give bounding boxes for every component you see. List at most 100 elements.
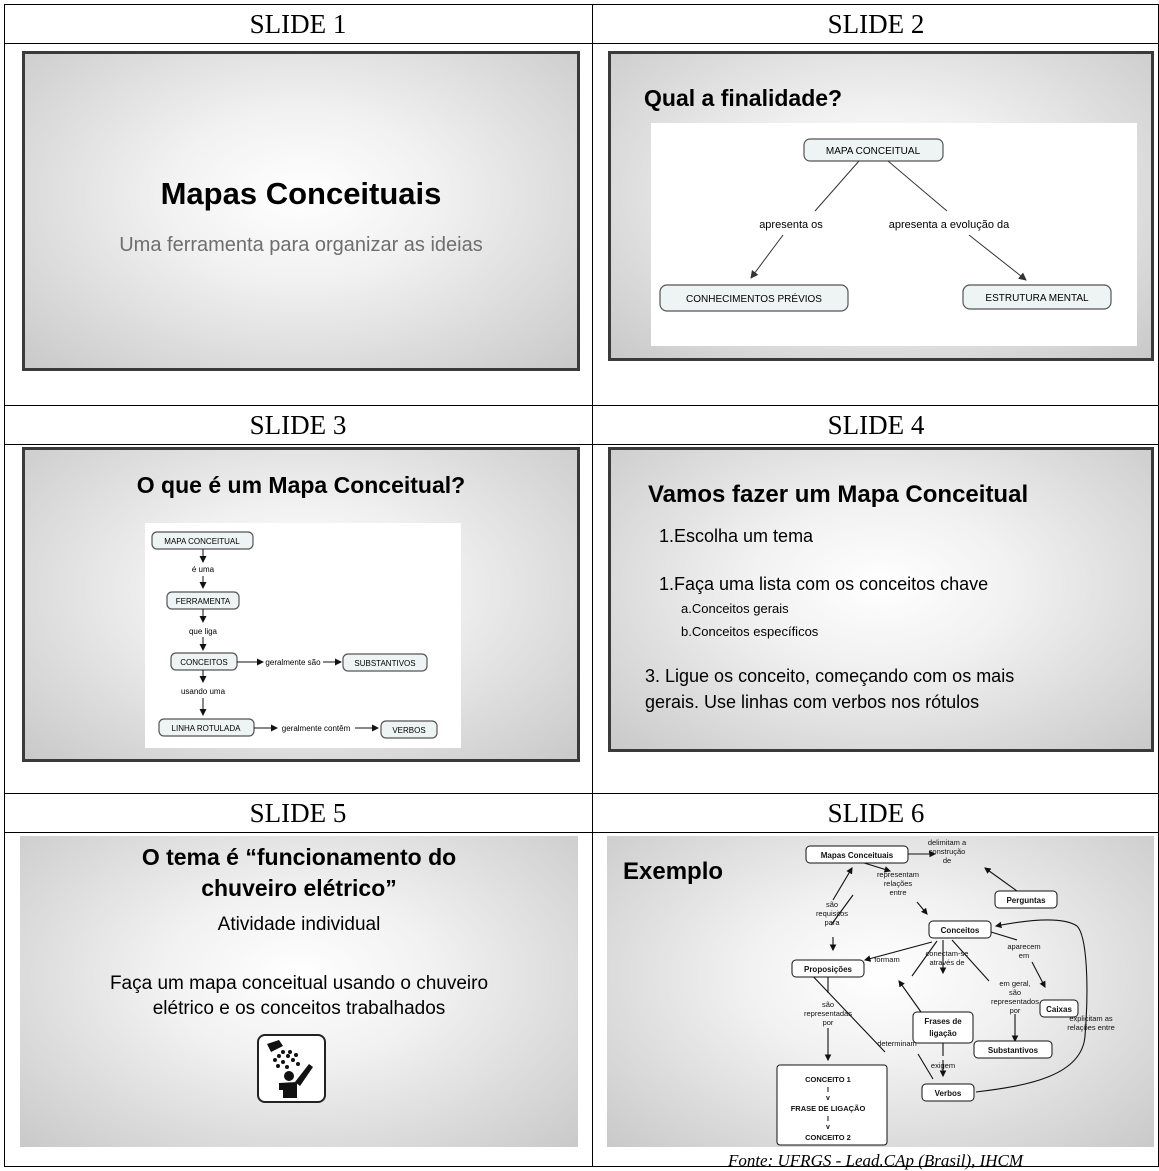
slide-title: O que é um Mapa Conceitual? <box>136 472 466 498</box>
link-arrow <box>975 919 1088 1093</box>
svg-text:v: v <box>826 1095 830 1102</box>
concept-node: MAPA CONCEITUAL <box>803 138 944 162</box>
link-label: por <box>823 1018 834 1027</box>
link-line <box>951 939 990 982</box>
link-label: aparecem <box>1007 942 1040 951</box>
slide-body: Faça um mapa conceitual usando o chuveir… <box>109 973 489 994</box>
svg-text:MAPA CONCEITUAL: MAPA CONCEITUAL <box>164 537 240 546</box>
list-item: 1.Faça uma lista com os conceitos chave <box>659 574 989 594</box>
link-line <box>917 1053 934 1080</box>
slide-6: Exemplo de <box>607 836 1154 1147</box>
svg-text:LINHA ROTULADA: LINHA ROTULADA <box>172 724 242 733</box>
slide-title: O tema é “funcionamento do <box>141 844 457 870</box>
link-arrow <box>806 969 886 1053</box>
link-label: apresenta a evolução da <box>889 219 1010 231</box>
link-label: representam <box>877 870 919 879</box>
slide-2: Qual a finalidade? MAPA CONCEITUAL apres… <box>608 51 1154 361</box>
slide-4: Vamos fazer um Mapa Conceitual 1.Escolha… <box>608 447 1154 752</box>
svg-text:v: v <box>826 1124 830 1131</box>
link-line <box>990 931 1018 941</box>
svg-text:CONCEITOS: CONCEITOS <box>180 658 227 667</box>
link-line <box>887 160 948 212</box>
concept-node: Proposições <box>791 959 865 978</box>
slide-title: Qual a finalidade? <box>644 85 843 111</box>
link-label: em <box>1019 951 1029 960</box>
svg-text:I: I <box>827 1116 829 1123</box>
concept-node: ESTRUTURA MENTAL <box>962 284 1112 310</box>
link-arrow <box>968 234 1027 281</box>
svg-text:Perguntas: Perguntas <box>1006 896 1046 905</box>
svg-text:ligação: ligação <box>929 1029 957 1038</box>
svg-text:VERBOS: VERBOS <box>392 726 425 735</box>
concept-map: MAPA CONCEITUAL é uma FERRAMENTA que lig… <box>145 523 461 748</box>
link-label: são <box>826 900 838 909</box>
link-label: para <box>824 918 840 927</box>
svg-text:Conceitos: Conceitos <box>941 926 980 935</box>
concept-node: Conceitos <box>928 920 992 939</box>
slide-3: O que é um Mapa Conceitual? MAPA CONCEIT… <box>22 447 580 762</box>
link-label: é uma <box>192 565 215 574</box>
svg-text:ESTRUTURA MENTAL: ESTRUTURA MENTAL <box>985 293 1089 304</box>
link-label: que liga <box>189 627 218 636</box>
link-label: determinam <box>877 1039 917 1048</box>
concept-node: Mapas Conceituais <box>805 845 909 864</box>
link-label: entre <box>889 888 906 897</box>
link-label: requisitos <box>816 909 848 918</box>
slide-title: Exemplo <box>623 858 724 885</box>
slide-header: SLIDE 2 <box>827 9 925 39</box>
svg-text:Caixas: Caixas <box>1046 1005 1072 1014</box>
link-line <box>911 940 938 977</box>
link-line <box>814 160 860 212</box>
concept-node: SUBSTANTIVOS <box>342 653 428 672</box>
svg-text:SUBSTANTIVOS: SUBSTANTIVOS <box>354 659 415 668</box>
slide-header: SLIDE 3 <box>249 410 347 440</box>
svg-text:Substantivos: Substantivos <box>988 1046 1039 1055</box>
link-line <box>830 894 854 926</box>
slide-subtitle: Atividade individual <box>217 914 381 935</box>
link-label: usando uma <box>181 687 226 696</box>
concept-node: Verbos <box>921 1083 975 1102</box>
slide-body: elétrico e os conceitos trabalhados <box>152 998 446 1019</box>
link-label: relações <box>884 879 913 888</box>
slide-subtitle: Uma ferramenta para organizar as ideias <box>119 234 483 256</box>
svg-text:CONCEITO 1: CONCEITO 1 <box>805 1075 851 1084</box>
link-label: através de <box>929 958 964 967</box>
link-label: em geral, <box>999 979 1030 988</box>
link-label: são <box>1009 988 1021 997</box>
shower-icon <box>257 1034 326 1103</box>
slide-header: SLIDE 1 <box>249 9 347 39</box>
row-divider <box>4 793 1159 794</box>
concept-node: VERBOS <box>380 720 438 739</box>
slide-title: chuveiro elétrico” <box>201 875 397 901</box>
svg-text:MAPA CONCEITUAL: MAPA CONCEITUAL <box>826 146 921 157</box>
slide-header: SLIDE 5 <box>249 798 347 828</box>
svg-text:CONHECIMENTOS PRÉVIOS: CONHECIMENTOS PRÉVIOS <box>686 292 822 305</box>
svg-text:FRASE DE LIGAÇÃO: FRASE DE LIGAÇÃO <box>791 1104 866 1113</box>
concept-map: delimitam a construção de representam re… <box>776 838 1115 1146</box>
slide-1: Mapas Conceituais Uma ferramenta para or… <box>22 51 580 371</box>
concept-node: CONHECIMENTOS PRÉVIOS <box>659 284 849 312</box>
link-label: representadas <box>804 1009 852 1018</box>
link-label: apresenta os <box>759 219 823 231</box>
link-arrow <box>916 901 928 915</box>
slide-header: SLIDE 6 <box>827 798 925 828</box>
link-label: geralmente são <box>265 658 321 667</box>
row-divider <box>4 43 1159 44</box>
slide-header: SLIDE 4 <box>827 410 925 440</box>
svg-text:Proposições: Proposições <box>804 965 853 974</box>
link-label: explicitam as <box>1069 1014 1113 1023</box>
svg-text:CONCEITO 2: CONCEITO 2 <box>805 1133 851 1142</box>
link-label: formam <box>874 955 899 964</box>
concept-node: Perguntas <box>994 890 1058 909</box>
slide-title: Mapas Conceituais <box>160 176 442 211</box>
link-label: de <box>943 856 951 865</box>
list-item: gerais. Use linhas com verbos nos rótulo… <box>645 692 980 712</box>
link-arrow <box>750 234 784 279</box>
concept-node: MAPA CONCEITUAL <box>151 531 254 550</box>
svg-text:I: I <box>827 1087 829 1094</box>
link-label: exigem <box>931 1061 955 1070</box>
svg-text:Mapas Conceituais: Mapas Conceituais <box>821 851 894 860</box>
link-arrow <box>984 867 1018 892</box>
concept-map: MAPA CONCEITUAL apresenta os apresenta a… <box>651 123 1137 346</box>
